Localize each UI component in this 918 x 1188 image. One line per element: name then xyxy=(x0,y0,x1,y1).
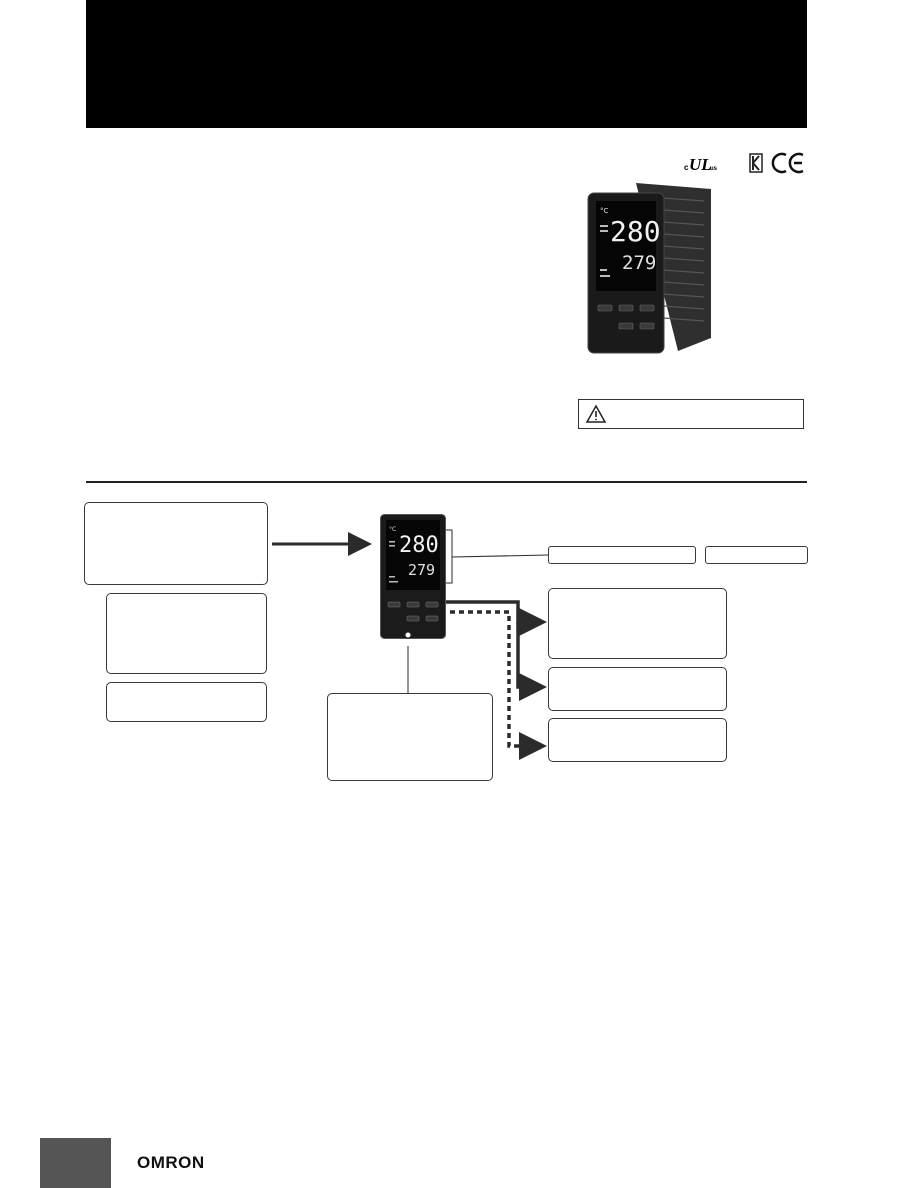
ce-mark-icon xyxy=(771,150,806,176)
diagram-box-control-output xyxy=(548,588,727,659)
photo-pv-reading: 280 xyxy=(610,215,661,248)
diagram-pill-display-1 xyxy=(548,546,696,564)
footer-page-tab xyxy=(40,1138,111,1188)
photo-sv-reading: 279 xyxy=(622,252,656,274)
svg-text:c: c xyxy=(684,163,689,172)
omron-logo: OMRON xyxy=(137,1153,205,1172)
svg-text:°C: °C xyxy=(389,526,396,533)
device-pv-reading: 280 xyxy=(399,533,439,558)
product-photo: °C 280 279 xyxy=(586,183,716,355)
device-sv-reading: 279 xyxy=(408,561,435,579)
svg-text:UL: UL xyxy=(689,155,712,174)
korea-mark-icon xyxy=(748,150,764,176)
safety-warning-box xyxy=(578,399,804,429)
diagram-box-input-2 xyxy=(106,593,267,674)
svg-text:us: us xyxy=(710,166,718,172)
diagram-box-communication xyxy=(327,693,493,781)
diagram-box-input xyxy=(84,502,268,585)
diagram-box-alarm-output xyxy=(548,667,727,711)
diagram-controller-device: °C 280 279 xyxy=(380,514,446,639)
diagram-box-input-3 xyxy=(106,682,267,722)
warning-triangle-icon xyxy=(585,404,607,423)
diagram-pill-display-2 xyxy=(705,546,808,564)
diagram-box-optional-output xyxy=(548,718,727,762)
section-divider xyxy=(86,481,807,483)
header-band xyxy=(86,0,807,128)
ul-mark-icon: c UL us xyxy=(684,150,720,176)
svg-text:°C: °C xyxy=(600,207,609,215)
